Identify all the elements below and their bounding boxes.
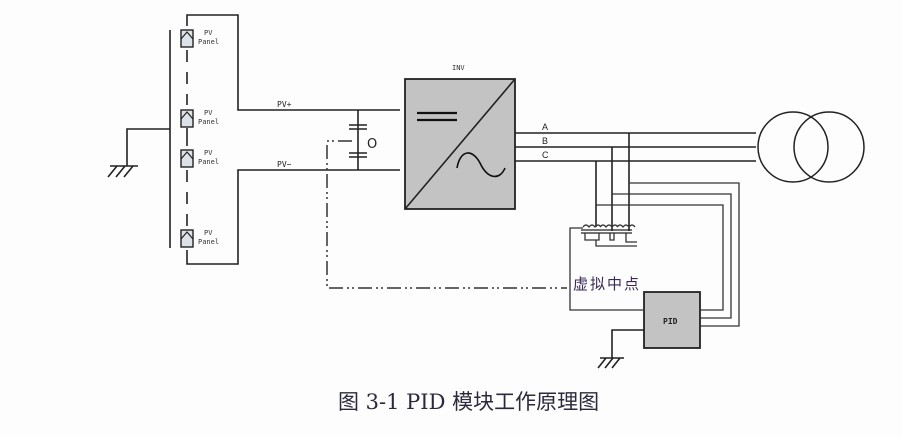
ground-icon-pid — [597, 357, 624, 369]
phase-a-label: A — [542, 122, 548, 132]
pv-plus-label: PV+ — [277, 100, 292, 109]
pv-panel-label-line2: Panel — [198, 118, 219, 126]
virtual-neutral-label: 虚拟中点 — [573, 275, 641, 293]
virtual-neutral-link — [326, 140, 567, 289]
ground-wire-left — [126, 128, 170, 166]
ground-wire-pid — [611, 329, 644, 358]
pv-panel-label-line2: Panel — [198, 38, 219, 46]
ac-wave-icon — [456, 152, 506, 178]
pid-module-block — [643, 291, 701, 349]
pv-panel-label-line1: PV — [204, 149, 213, 157]
phase-c-label: C — [542, 150, 549, 160]
neutral-to-pid-wire — [569, 227, 643, 311]
inverter-label: INV — [452, 64, 465, 72]
pv-panel-icon — [180, 149, 194, 168]
pv-panel-icon — [180, 29, 194, 48]
pv-panel-icon — [180, 229, 194, 248]
inverter-block — [404, 78, 516, 210]
pv-panel-label-line2: Panel — [198, 158, 219, 166]
pid-sense-b — [612, 193, 732, 319]
pv-panel-label-line1: PV — [204, 229, 213, 237]
pid-module-label: PID — [663, 317, 678, 326]
pid-sense-c — [596, 204, 724, 311]
figure-caption: 图 3-1 PID 模块工作原理图 — [338, 390, 599, 414]
pv-minus-label: PV− — [277, 160, 292, 169]
midpoint-label: O — [367, 137, 377, 152]
ground-icon-left — [107, 165, 138, 178]
pv-panel-label-line1: PV — [204, 109, 213, 117]
pv-plus-wire — [186, 14, 400, 111]
capacitor-lower — [349, 152, 367, 158]
pid-sense-a — [629, 182, 740, 327]
capacitor-upper — [349, 124, 367, 130]
transformer-icon — [757, 111, 865, 183]
pv-panel-label-line2: Panel — [198, 238, 219, 246]
pv-panel-icon — [180, 109, 194, 128]
neutral-transformer-icon — [581, 224, 637, 247]
phase-b-label: B — [542, 136, 548, 146]
pv-minus-wire — [186, 169, 400, 265]
pv-panel-label-line1: PV — [204, 29, 213, 37]
